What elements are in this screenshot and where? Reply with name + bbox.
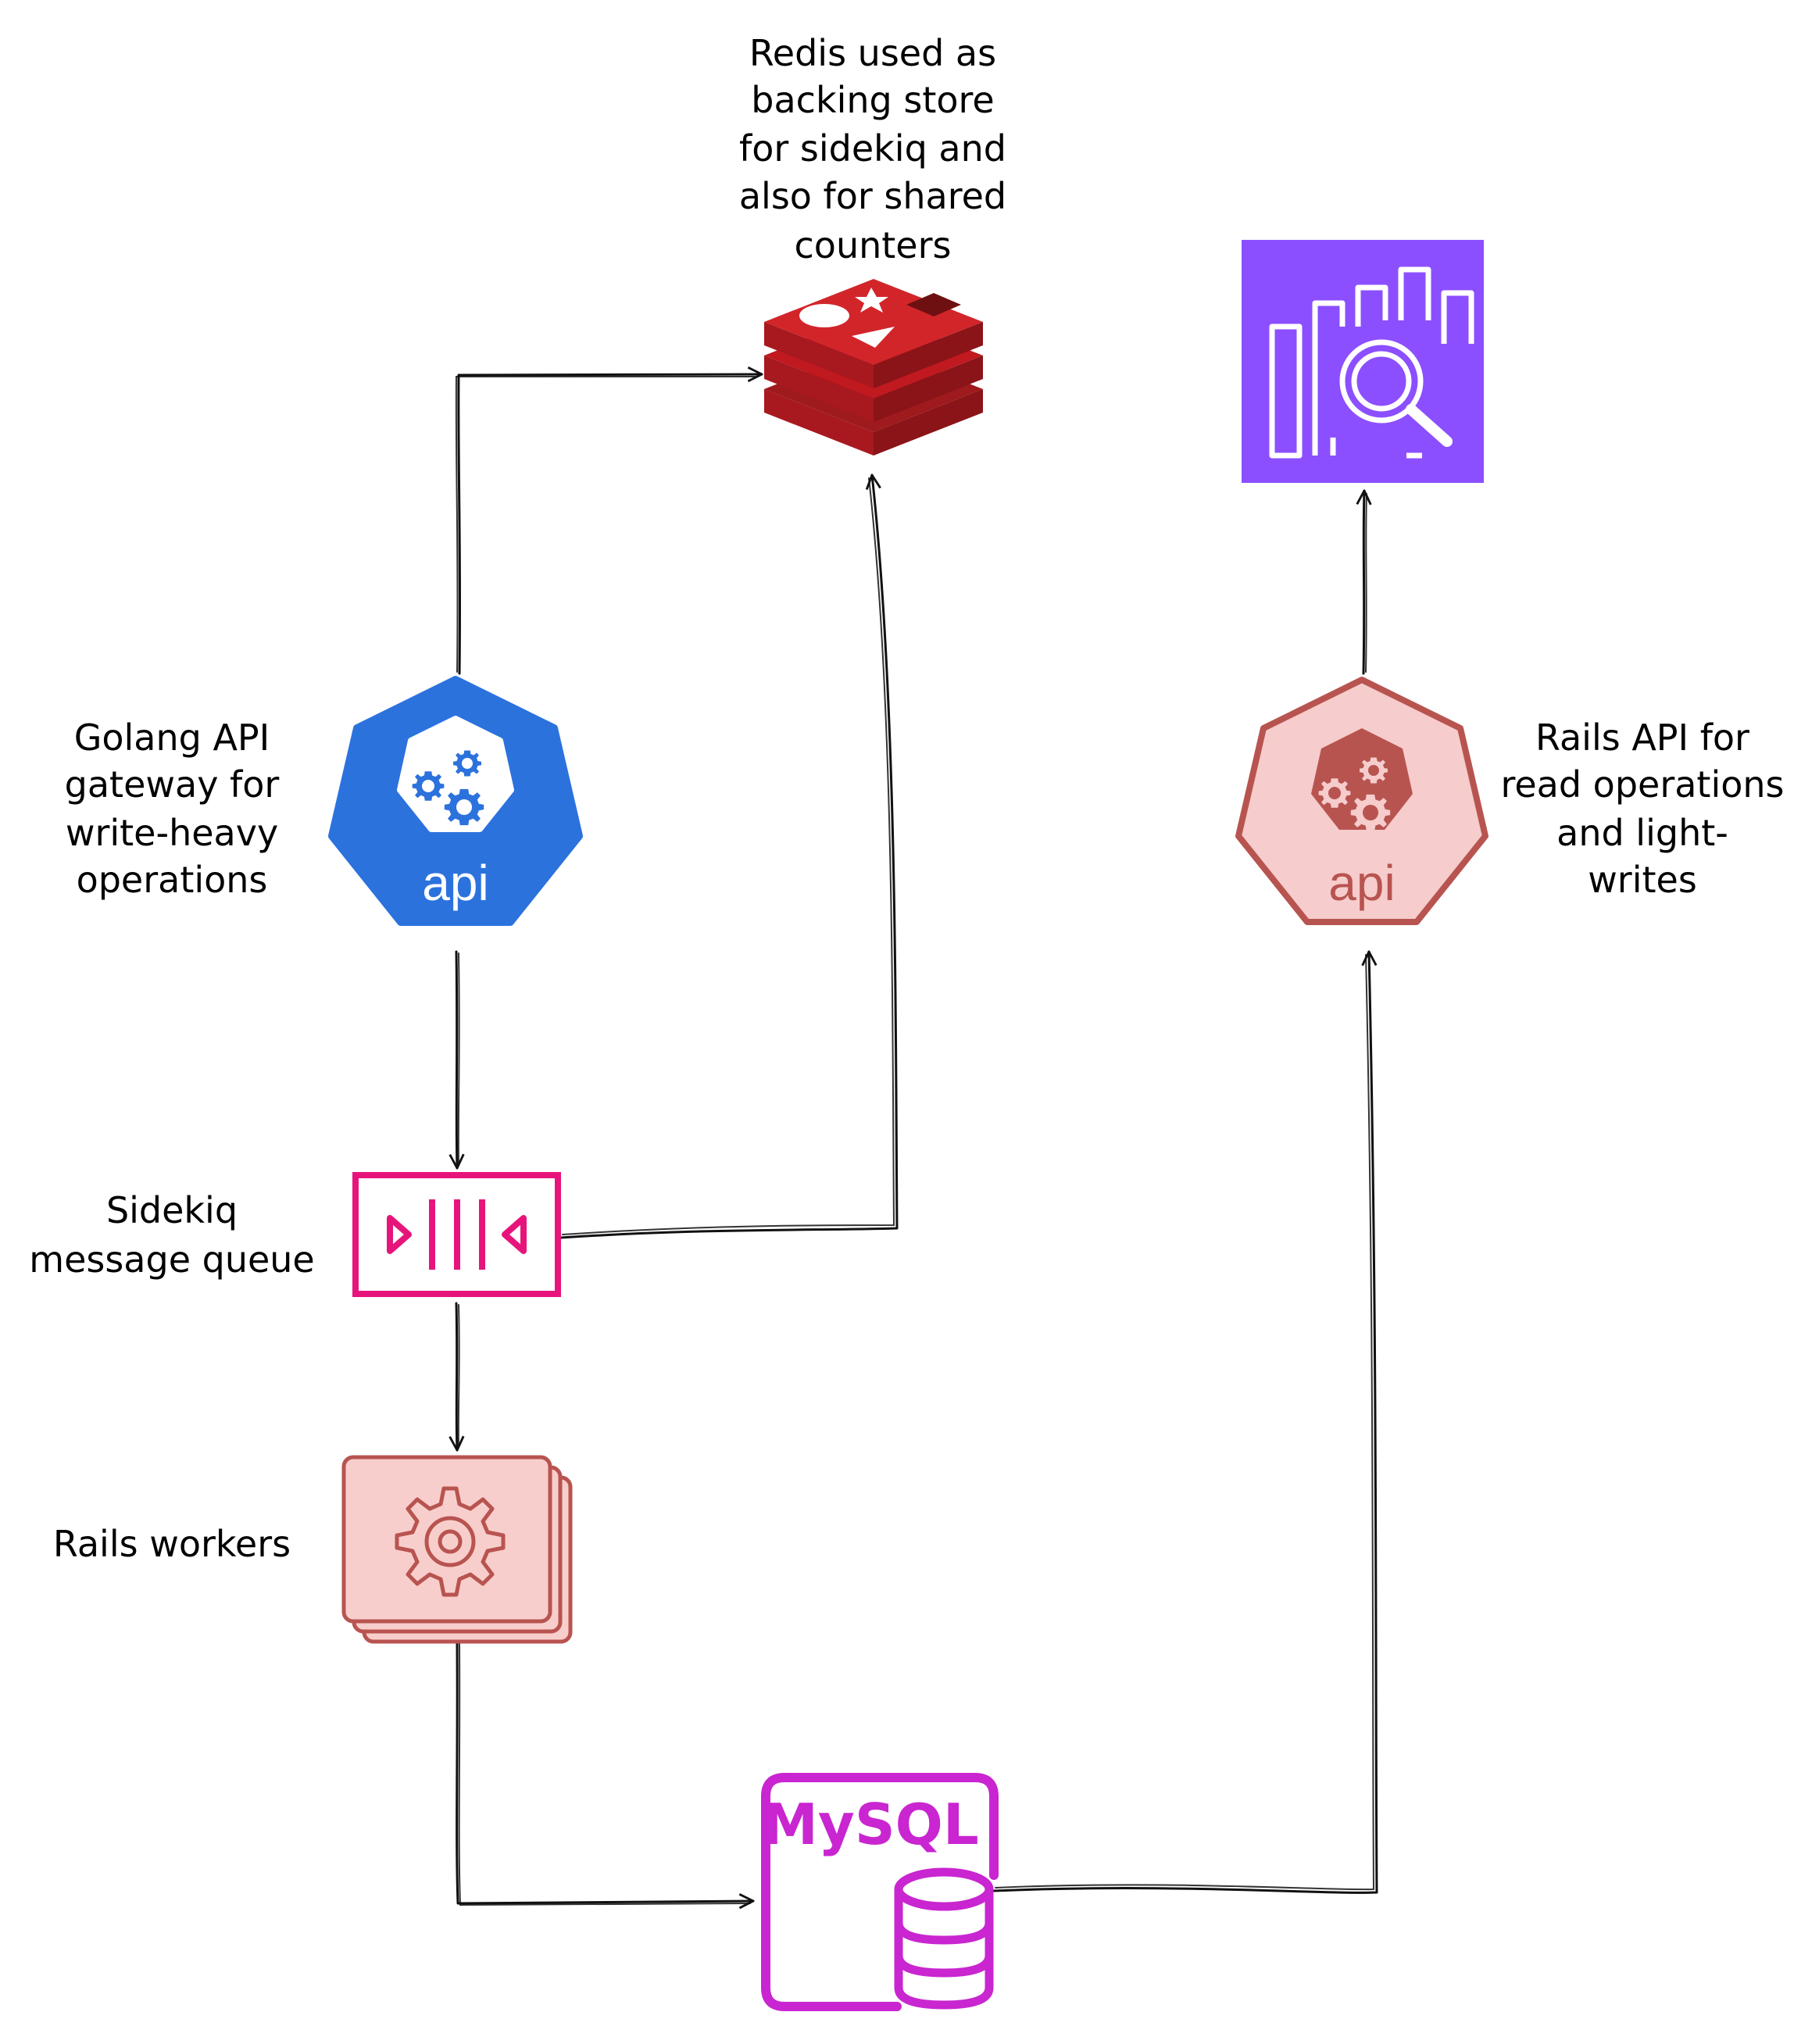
note-rails-api-line: read operations [1500,763,1784,806]
message-queue-icon[interactable] [352,1172,561,1297]
mysql-database-icon[interactable]: MySQL [761,1773,999,2011]
gear-stack-icon[interactable] [341,1455,573,1644]
note-redis-line: also for shared [739,175,1006,217]
note-rails-api-line: writes [1588,859,1697,901]
note-workers-line: Rails workers [53,1523,291,1565]
edge-workers-to-mysql [456,1641,755,1910]
note-golang-line: write-heavy [66,812,278,854]
database-cylinder-icon [894,1867,994,2010]
edge-rails-api-to-analytics [1356,489,1372,675]
redis-icon[interactable] [764,279,983,456]
note-sidekiq-line: Sidekiq [106,1189,238,1231]
note-golang-line: gateway for [65,763,280,806]
gear-icon [395,1486,506,1597]
gears-icon [1311,728,1413,831]
rails-api-node[interactable]: api [1235,677,1488,925]
golang-api-label: api [422,855,488,911]
golang-api-node[interactable]: api [328,676,583,926]
note-redis-line: Redis used as [749,32,996,74]
edge-golang-to-sidekiq [448,950,465,1170]
note-redis: Redis used as backing store for sidekiq … [739,32,1006,266]
mysql-label: MySQL [762,1792,979,1857]
note-rails-api: Rails API for read operations and light-… [1500,716,1784,901]
analytics-search-icon[interactable] [1242,240,1484,483]
note-golang-line: operations [77,859,268,901]
edge-mysql-to-rails-api [992,950,1378,1894]
note-redis-line: for sidekiq and [739,127,1006,170]
note-rails-api-line: Rails API for [1535,716,1749,759]
note-workers: Rails workers [53,1523,291,1565]
note-sidekiq-line: message queue [29,1238,314,1281]
rails-api-label: api [1328,855,1395,911]
edge-sidekiq-to-redis [559,473,899,1239]
note-redis-line: counters [795,224,952,266]
edge-sidekiq-to-workers [448,1302,465,1452]
gears-icon [397,716,514,832]
edge-golang-to-redis [455,366,763,675]
note-redis-line: backing store [751,79,994,121]
note-golang-line: Golang API [74,716,270,759]
note-sidekiq: Sidekiq message queue [29,1189,314,1281]
note-rails-api-line: and light- [1556,812,1728,854]
edges [448,366,1378,1910]
note-golang: Golang API gateway for write-heavy opera… [65,716,280,901]
